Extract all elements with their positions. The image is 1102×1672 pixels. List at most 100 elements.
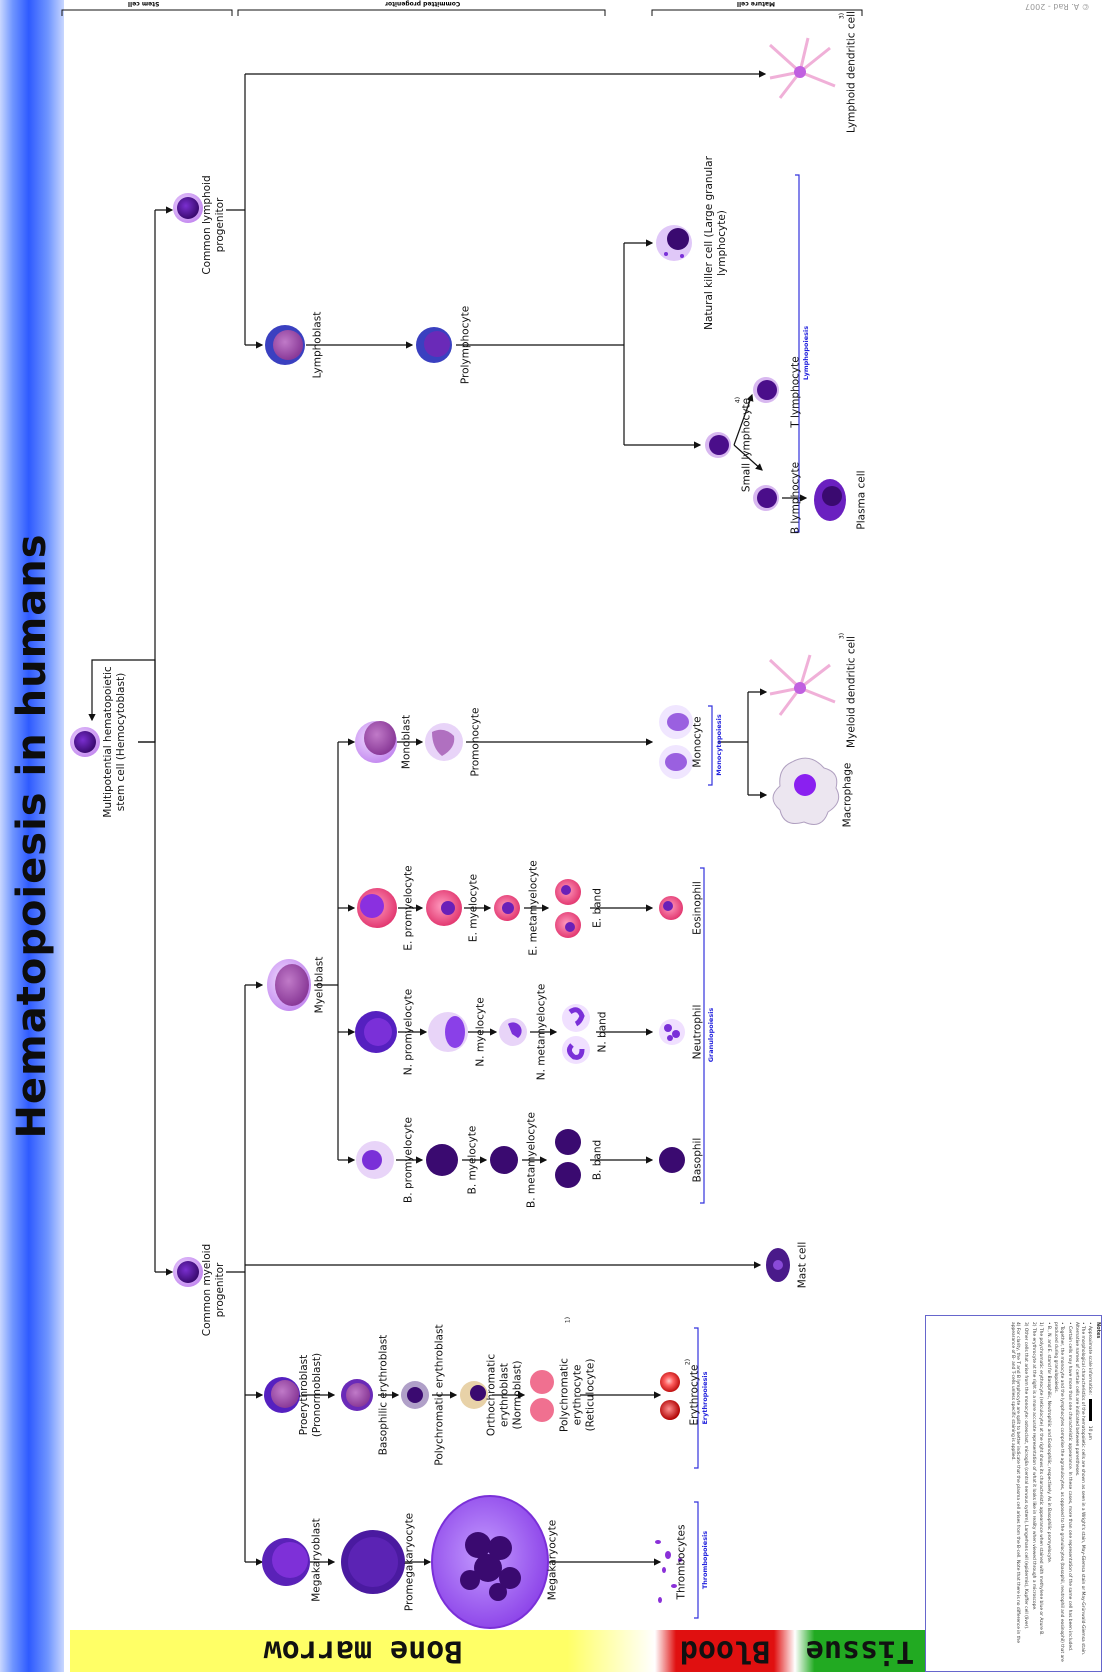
label-e-promyelocyte: E. promyelocyte: [402, 865, 415, 951]
label-n-metamyelocyte: N. metamyelocyte: [535, 983, 548, 1081]
label-neutrophil: Neutrophil: [691, 1004, 704, 1060]
label-promegakaryocyte: Promegakaryocyte: [403, 1512, 416, 1612]
stage-label-stem: Stem cell: [128, 0, 160, 7]
label-b-lymphocyte: B lymphocyte: [789, 461, 802, 535]
notes-item-text: Certain cells may have more than one cha…: [1066, 1326, 1072, 1652]
label-erythropoiesis: Erythropoiesis: [701, 1371, 709, 1425]
cell-megakaryoblast: [262, 1538, 310, 1586]
stage-label-mature: Mature cell: [737, 0, 776, 7]
notes-item-text: 4) For clarity, the T and B lymphocyte a…: [1009, 1322, 1021, 1643]
cell-prolymphocyte: [416, 327, 452, 363]
title-band: Hematopoiesis in humans: [0, 0, 64, 1672]
label-megakaryocyte: Megakaryocyte: [546, 1519, 559, 1601]
label-monocytopoiesis: Monocytopoiesis: [715, 714, 723, 776]
cell-n-metamyelocyte: [499, 1018, 527, 1046]
footnote-lymphoid-dendritic: 3): [838, 12, 846, 20]
cell-orthochromatic-erythroblast: [460, 1381, 488, 1409]
cell-myeloid-progenitor: [173, 1257, 203, 1287]
cell-nk: [656, 225, 692, 261]
cell-n-band: [562, 1004, 590, 1064]
band-bone-marrow: Bone marrow: [70, 1630, 655, 1672]
band-tissue: Tissue: [795, 1630, 925, 1672]
label-mast-cell: Mast cell: [796, 1241, 809, 1289]
cell-b-lymphocyte: [753, 485, 779, 511]
notes-item-text: Together, the monocyte and the lymphocyt…: [1053, 1322, 1065, 1662]
label-erythrocyte: Erythrocyte: [688, 1364, 701, 1426]
label-b-metamyelocyte: B. metamyelocyte: [525, 1112, 538, 1208]
cell-erythrocyte: [660, 1372, 680, 1420]
label-myeloid-progenitor: Common myeloid progenitor: [201, 1243, 226, 1337]
cell-small-lymphocyte: [705, 432, 731, 458]
label-basophilic-erythroblast: Basophilic erythroblast: [377, 1334, 390, 1456]
label-small-lymphocyte: Small lymphocyte: [740, 397, 753, 493]
label-prolymphocyte: Prolymphocyte: [459, 305, 472, 385]
footnote-myeloid-dendritic: 3): [838, 632, 846, 640]
bracket-thrombopoiesis: [694, 1501, 699, 1619]
label-proerythroblast: Proerythroblast (Pronormoblast): [298, 1352, 323, 1438]
label-monocyte: Monocyte: [691, 716, 704, 768]
cell-macrophage: [772, 757, 840, 825]
bracket-committed-progenitor: [237, 9, 606, 16]
notes-content: Notes • Approximate scale information: 1…: [926, 1316, 1101, 1671]
notes-item: 3) Other cells that arise from the monoc…: [1022, 1322, 1028, 1667]
label-myeloblast: Myeloblast: [313, 956, 326, 1014]
label-reticulocyte: Polychromatic erythrocyte (Reticulocyte): [558, 1358, 597, 1432]
label-thrombocytes: Thrombocytes: [675, 1524, 688, 1600]
notes-item: 4) For clarity, the T and B lymphocyte a…: [1009, 1322, 1021, 1667]
cell-mast: [766, 1248, 790, 1282]
label-megakaryoblast: Megakaryoblast: [310, 1518, 323, 1602]
notes-item-text: The morphological characteristics of the…: [1074, 1322, 1085, 1656]
notes-item: 2) The erythrocyte at the right is a mor…: [1030, 1322, 1036, 1667]
bracket-erythropoiesis: [694, 1327, 699, 1469]
cell-basophilic-erythroblast: [341, 1379, 373, 1411]
label-e-myelocyte: E. myelocyte: [467, 873, 480, 943]
notes-item: • Certain cells may have more than one c…: [1066, 1322, 1072, 1652]
cell-myeloid-dendritic: [768, 654, 836, 716]
stage-brackets: [61, 9, 863, 16]
label-t-lymphocyte: T lymphocyte: [789, 356, 802, 428]
label-lymphoid-progenitor: Common lymphoid progenitor: [201, 175, 226, 275]
notes-scale-label: Approximate scale information:: [1087, 1326, 1093, 1395]
label-granulopoiesis: Granulopoiesis: [707, 1007, 715, 1063]
footnote-small-lymphocyte: 4): [734, 396, 742, 404]
cell-myeloblast: [267, 959, 311, 1011]
label-n-myelocyte: N. myelocyte: [474, 997, 487, 1067]
scale-bar-icon: [1089, 1399, 1093, 1422]
notes-panel: Notes • Approximate scale information: 1…: [925, 1315, 1102, 1672]
notes-scale-unit: 10 μm: [1087, 1425, 1093, 1440]
label-polychromatic-erythroblast: Polychromatic erythroblast: [433, 1324, 446, 1466]
cell-b-myelocyte: [426, 1144, 458, 1176]
cell-promegakaryocyte: [341, 1530, 405, 1594]
footnote-reticulocyte: 1): [564, 1316, 572, 1324]
label-promonocyte: Promonocyte: [469, 707, 482, 777]
footnote-erythrocyte: 2): [684, 1358, 692, 1366]
notes-item: 1) The polychromatic erythrocyte (reticu…: [1038, 1322, 1044, 1667]
cell-e-myelocyte: [426, 890, 462, 926]
notes-item-text: 3) Other cells that arise from the monoc…: [1023, 1322, 1029, 1630]
cell-stem: [70, 727, 100, 757]
cell-e-promyelocyte: [357, 888, 397, 928]
cell-n-promyelocyte: [355, 1011, 397, 1053]
bracket-monocytopoiesis: [708, 705, 713, 786]
label-e-band: E. band: [591, 888, 604, 928]
label-thrombopoiesis: Thrombopoiesis: [701, 1530, 709, 1590]
bracket-mature-cell: [651, 9, 863, 16]
notes-item-text: 1) The polychromatic erythrocyte (reticu…: [1038, 1322, 1044, 1636]
cell-b-band: [555, 1129, 581, 1188]
stage-label-committed: Committed progenitor: [385, 0, 461, 7]
label-e-metamyelocyte: E. metamyelocyte: [527, 860, 540, 956]
cell-eosinophil: [659, 896, 683, 920]
bracket-stem-cell: [61, 9, 233, 16]
cell-e-band: [555, 879, 581, 938]
label-b-band: B. band: [591, 1139, 604, 1181]
cell-monoblast: [355, 721, 397, 763]
cell-monocyte: [659, 705, 693, 779]
lineage-lines: [88, 70, 808, 1566]
cell-neutrophil: [659, 1019, 685, 1045]
cell-megakaryocyte: [431, 1495, 549, 1629]
cell-b-metamyelocyte: [490, 1146, 518, 1174]
label-basophil: Basophil: [691, 1137, 704, 1183]
cell-b-promyelocyte: [356, 1141, 394, 1179]
label-plasma-cell: Plasma cell: [855, 470, 868, 530]
